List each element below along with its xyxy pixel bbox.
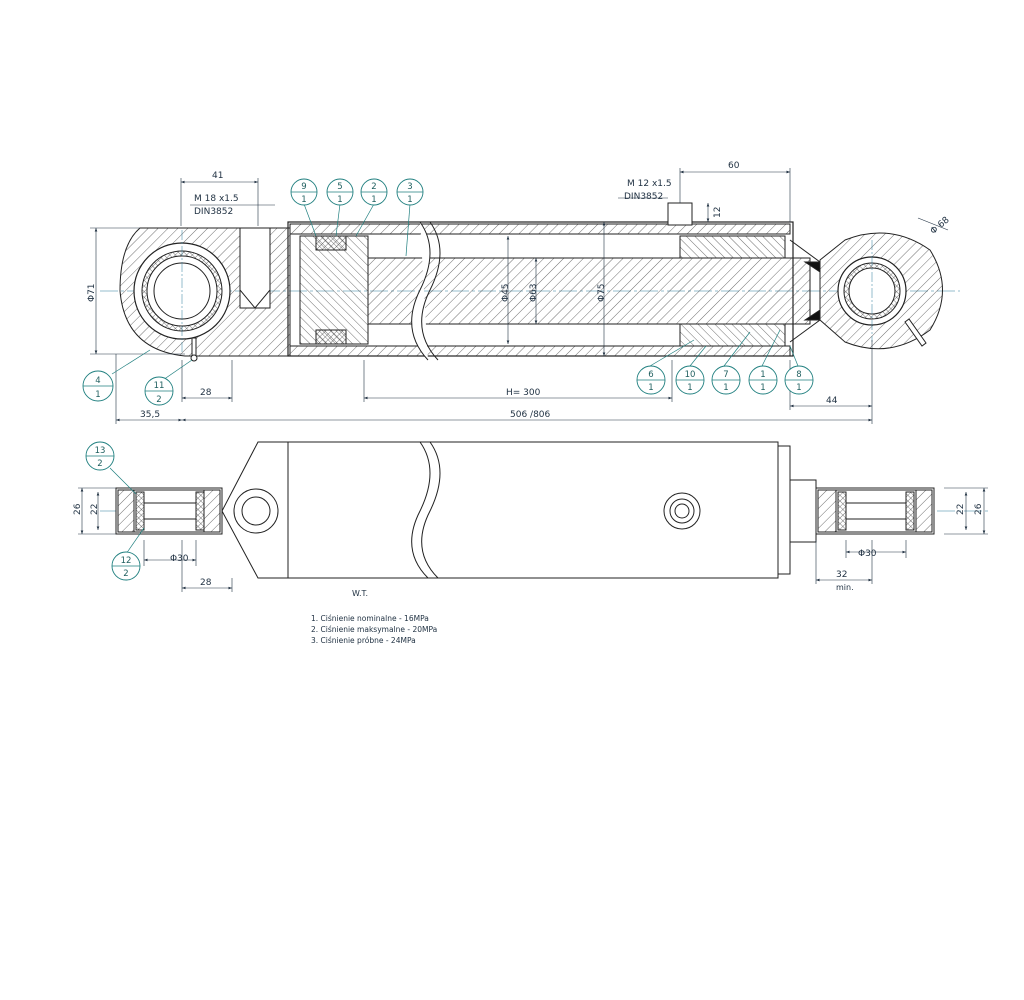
dim-35-5: 35,5 [140, 410, 160, 420]
svg-text:1: 1 [796, 383, 801, 393]
pressure-notes: 1. Ciśnienie nominalne - 16MPa 2. Ciśnie… [311, 613, 437, 646]
dim-phi-rod: Φ45 [501, 283, 511, 302]
dim-stroke: H= 300 [506, 388, 541, 398]
svg-text:4: 4 [95, 376, 100, 386]
dim-phi71: Φ71 [87, 283, 97, 302]
din-right: DIN3852 [624, 192, 663, 202]
svg-text:1: 1 [371, 195, 376, 205]
dim-length: 506 /806 [510, 410, 551, 420]
dim-41: 41 [212, 171, 223, 181]
dim-26-left: 26 [73, 503, 83, 515]
svg-text:1: 1 [687, 383, 692, 393]
dim-22-right: 22 [956, 504, 966, 515]
thread-right: M 12 x1.5 [627, 179, 672, 189]
svg-text:2: 2 [156, 395, 161, 405]
side-view [100, 441, 990, 579]
note-2: 2. Ciśnienie maksymalne - 20MPa [311, 625, 438, 634]
note-3: 3. Ciśnienie próbne - 24MPa [311, 636, 416, 645]
dim-44: 44 [826, 396, 838, 406]
thread-left: M 18 x1.5 [194, 194, 239, 204]
svg-text:7: 7 [723, 370, 728, 380]
svg-text:2: 2 [371, 182, 376, 192]
dim-phi-tube: Φ75 [597, 283, 607, 302]
dim-phi68: Φ 68 [929, 215, 952, 237]
dim-28-top: 28 [200, 388, 212, 398]
svg-text:2: 2 [123, 569, 128, 579]
svg-text:1: 1 [648, 383, 653, 393]
dim-min: min. [836, 583, 854, 592]
svg-text:1: 1 [301, 195, 306, 205]
section-view [100, 202, 960, 362]
svg-text:2: 2 [97, 459, 102, 469]
svg-text:13: 13 [95, 446, 106, 456]
svg-text:5: 5 [337, 182, 342, 192]
svg-text:1: 1 [407, 195, 412, 205]
svg-text:3: 3 [407, 182, 412, 192]
svg-text:1: 1 [760, 383, 765, 393]
din-left: DIN3852 [194, 207, 233, 217]
dim-22-left: 22 [90, 504, 100, 515]
dim-phi-bore: Φ63 [529, 283, 539, 302]
svg-text:6: 6 [648, 370, 653, 380]
dim-32: 32 [836, 570, 847, 580]
dim-60: 60 [728, 161, 740, 171]
dim-28-bottom: 28 [200, 578, 212, 588]
svg-text:1: 1 [95, 390, 100, 400]
dim-26-right: 26 [974, 503, 984, 515]
svg-text:11: 11 [154, 381, 165, 391]
svg-text:12: 12 [121, 556, 132, 566]
dim-phi30-left: Φ30 [170, 554, 189, 564]
note-1: 1. Ciśnienie nominalne - 16MPa [311, 614, 429, 623]
svg-text:10: 10 [685, 370, 696, 380]
dim-phi30-right: Φ30 [858, 549, 877, 559]
dim-12: 12 [713, 207, 723, 218]
svg-text:8: 8 [796, 370, 801, 380]
svg-text:9: 9 [301, 182, 306, 192]
svg-text:1: 1 [337, 195, 342, 205]
wt-label: W.T. [352, 589, 369, 598]
svg-text:1: 1 [723, 383, 728, 393]
part-balloons: 9 1 5 1 2 1 3 1 4 1 11 2 6 1 [82, 178, 814, 581]
lower-dimension-lines [78, 487, 988, 592]
svg-text:1: 1 [760, 370, 765, 380]
